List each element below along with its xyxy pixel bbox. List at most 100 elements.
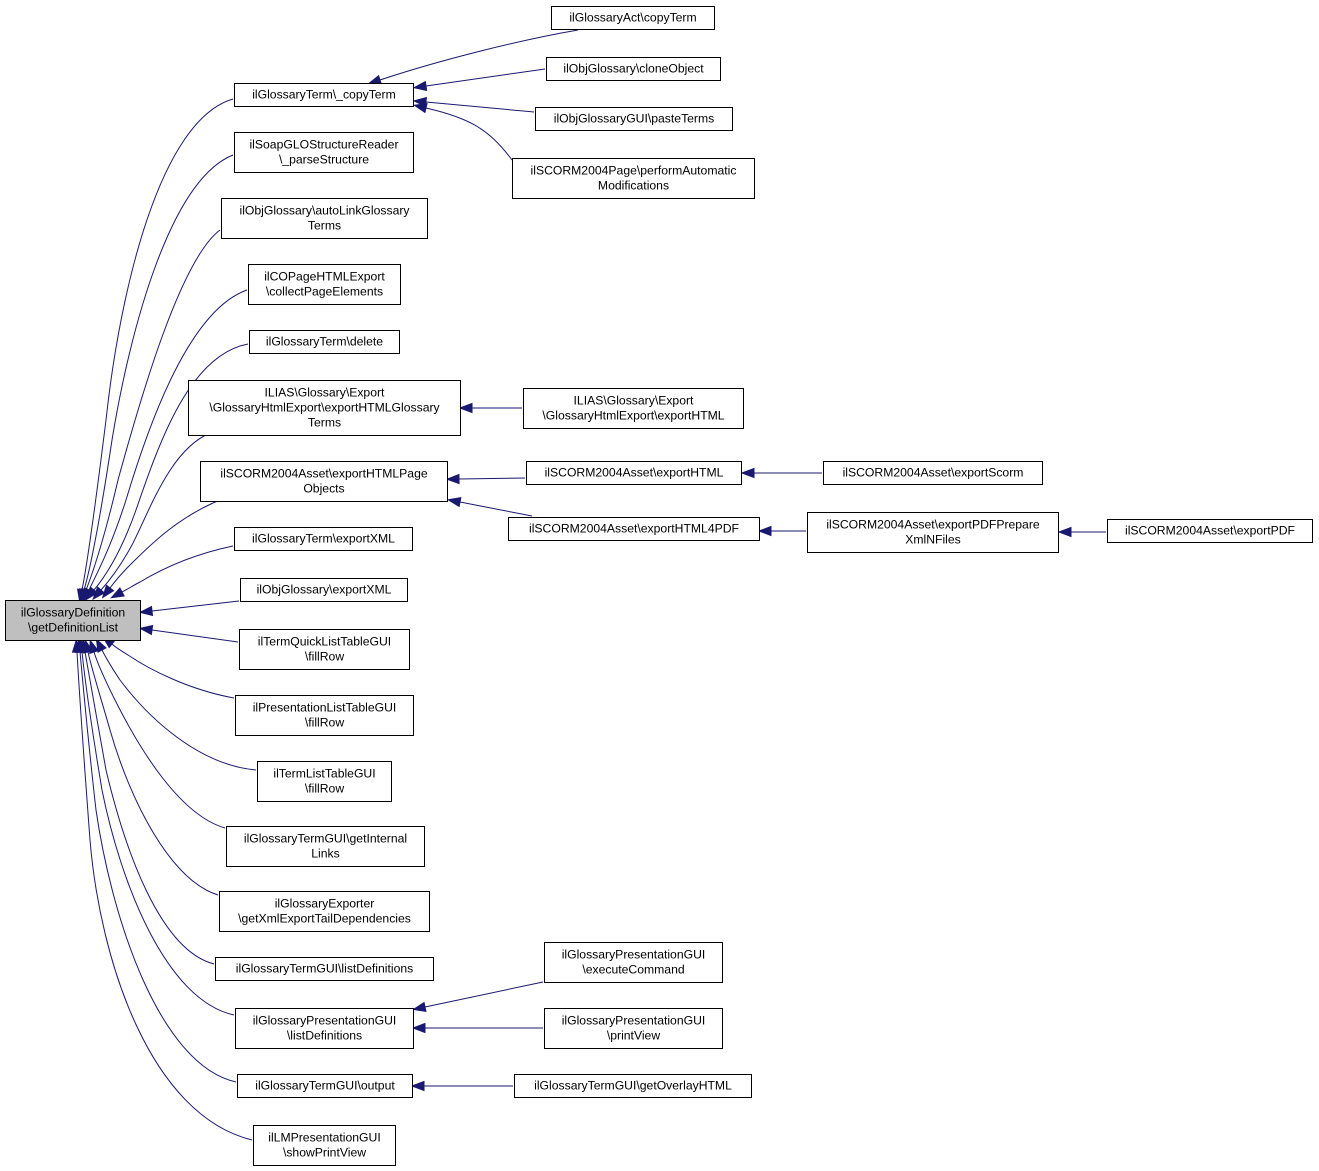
node-box	[249, 330, 400, 354]
node-label-line: ilGlossaryTermGUI\listDefinitions	[236, 962, 413, 976]
node-label-line: ilGlossaryAct\copyTerm	[569, 11, 696, 25]
node-iliasExpHTML[interactable]: ILIAS\Glossary\Export\GlossaryHtmlExport…	[523, 388, 744, 429]
root-node[interactable]: ilGlossaryDefinition\getDefinitionList	[5, 600, 141, 641]
node-exporterTail[interactable]: ilGlossaryExporter\getXmlExportTailDepen…	[219, 891, 430, 932]
edge-line	[93, 343, 249, 591]
node-presPrintView[interactable]: ilGlossaryPresentationGUI\printView	[544, 1008, 723, 1049]
node-presListFill[interactable]: ilPresentationListTableGUI\fillRow	[235, 695, 414, 736]
edge-line	[83, 154, 234, 591]
node-pasteTerms[interactable]: ilObjGlossaryGUI\pasteTerms	[535, 107, 733, 131]
edge-internalLinks-to-root	[89, 639, 226, 829]
edge-line	[425, 107, 513, 161]
node-label-line: XmlNFiles	[905, 533, 961, 547]
node-scormPDFPrepare[interactable]: ilSCORM2004Asset\exportPDFPrepareXmlNFil…	[807, 512, 1059, 553]
edge-scormPDFPrepare-to-scormExportHTML4PDF	[757, 525, 806, 537]
node-label-line: ilSCORM2004Asset\exportHTMLPage	[220, 467, 427, 481]
node-termListFill[interactable]: ilTermListTableGUI\fillRow	[257, 761, 392, 802]
node-termDelete[interactable]: ilGlossaryTerm\delete	[249, 330, 400, 354]
edge-line	[84, 651, 215, 965]
node-box	[188, 380, 461, 436]
node-scormExportHTML[interactable]: ilSCORM2004Asset\exportHTML	[526, 461, 742, 485]
node-lmShowPrint[interactable]: ilLMPresentationGUI\showPrintView	[253, 1125, 396, 1166]
node-box	[253, 1125, 396, 1166]
edge-line	[100, 432, 211, 591]
node-box	[807, 512, 1059, 553]
edge-line	[151, 629, 239, 643]
arrowhead	[412, 80, 428, 92]
node-label-line: \printView	[607, 1029, 660, 1043]
node-perfAutoMods[interactable]: ilSCORM2004Page\performAutomaticModifica…	[512, 158, 755, 199]
node-box	[200, 461, 448, 502]
node-box	[234, 83, 414, 107]
node-scormExportHTML4PDF[interactable]: ilSCORM2004Asset\exportHTML4PDF	[508, 517, 760, 541]
node-box	[512, 158, 755, 199]
edge-soapParse-to-root	[79, 154, 234, 603]
node-label-line: Links	[311, 847, 339, 861]
node-copyTermSrc[interactable]: ilGlossaryTerm\_copyTerm	[234, 83, 414, 107]
node-box	[235, 1008, 414, 1049]
arrowhead	[101, 584, 115, 599]
edge-copyTermSrc-to-root	[76, 98, 234, 604]
node-box	[526, 461, 742, 485]
arrowhead	[410, 1080, 425, 1092]
edge-overlayHTML-to-termGuiOutput	[410, 1080, 513, 1092]
node-presExecute[interactable]: ilGlossaryPresentationGUI\executeCommand	[544, 942, 723, 983]
edge-coCollect-to-root	[83, 289, 248, 603]
node-label-line: \fillRow	[305, 782, 344, 796]
node-label-line: Terms	[308, 219, 341, 233]
node-label-line: \getXmlExportTailDependencies	[238, 912, 411, 926]
arrowhead	[757, 525, 772, 537]
arrowhead	[458, 402, 473, 414]
node-coCollect[interactable]: ilCOPageHTMLExport\collectPageElements	[248, 264, 401, 305]
node-label-line: \getDefinitionList	[28, 621, 119, 635]
node-soapParse[interactable]: ilSoapGLOStructureReader\_parseStructure	[234, 132, 414, 173]
node-scormExportPDF[interactable]: ilSCORM2004Asset\exportPDF	[1107, 519, 1313, 543]
node-objGloExportXML[interactable]: ilObjGlossary\exportXML	[240, 578, 408, 602]
node-box	[235, 695, 414, 736]
arrowhead	[412, 103, 428, 114]
node-label-line: ilSCORM2004Asset\exportHTML4PDF	[529, 522, 739, 536]
node-label-line: \GlossaryHtmlExport\exportHTMLGlossary	[209, 401, 440, 415]
arrowhead	[95, 638, 107, 653]
edge-line	[109, 497, 226, 589]
edge-termGuiOutput-to-root	[74, 638, 237, 1083]
node-termGuiListDefs[interactable]: ilGlossaryTermGUI\listDefinitions	[215, 957, 434, 981]
edge-termDelete-to-root	[85, 343, 249, 601]
node-label-line: ilGlossaryTerm\_copyTerm	[252, 88, 396, 102]
arrowhead	[367, 74, 383, 85]
node-overlayHTML[interactable]: ilGlossaryTermGUI\getOverlayHTML	[514, 1074, 752, 1098]
node-box	[535, 107, 733, 131]
node-termExportXML[interactable]: ilGlossaryTerm\exportXML	[234, 527, 413, 551]
arrowhead	[411, 1001, 427, 1013]
arrowhead	[445, 473, 460, 485]
node-label-line: ilGlossaryDefinition	[21, 606, 125, 620]
node-actCopyTerm[interactable]: ilGlossaryAct\copyTerm	[551, 6, 715, 30]
node-label-line: \listDefinitions	[287, 1029, 362, 1043]
node-label-line: ILIAS\Glossary\Export	[574, 394, 695, 408]
node-iliasExpTerms[interactable]: ILIAS\Glossary\Export\GlossaryHtmlExport…	[188, 380, 461, 436]
edge-lmShowPrint-to-root	[71, 638, 253, 1141]
edge-cloneObject-to-copyTermSrc	[412, 68, 546, 92]
node-label-line: \GlossaryHtmlExport\exportHTML	[542, 409, 724, 423]
node-label-line: Modifications	[598, 179, 669, 193]
edge-iliasExpTerms-to-root	[92, 432, 211, 601]
node-label-line: \fillRow	[305, 716, 344, 730]
arrowhead	[138, 605, 154, 617]
node-termGuiOutput[interactable]: ilGlossaryTermGUI\output	[237, 1074, 413, 1098]
node-label-line: ilSCORM2004Asset\exportScorm	[843, 466, 1024, 480]
node-label-line: ilCOPageHTMLExport	[264, 270, 385, 284]
node-box	[523, 388, 744, 429]
node-cloneObject[interactable]: ilObjGlossary\cloneObject	[546, 57, 721, 81]
edge-exporterTail-to-root	[83, 638, 219, 896]
edge-line	[379, 29, 579, 81]
node-box	[514, 1074, 752, 1098]
node-presGuiListDefs[interactable]: ilGlossaryPresentationGUI\listDefinition…	[235, 1008, 414, 1049]
edge-line	[459, 501, 533, 517]
node-quickFill[interactable]: ilTermQuickListTableGUI\fillRow	[239, 629, 410, 670]
node-scormExportScorm[interactable]: ilSCORM2004Asset\exportScorm	[823, 461, 1043, 485]
edge-objGloExportXML-to-root	[138, 600, 240, 617]
